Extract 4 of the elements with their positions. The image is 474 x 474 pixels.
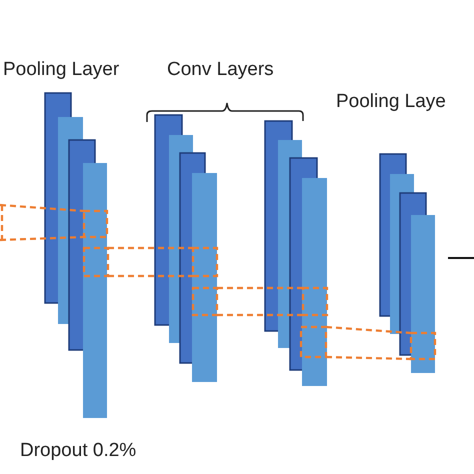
layer-label: Pooling Layer	[3, 60, 120, 79]
layer-label: Pooling Laye	[336, 92, 446, 111]
layer-label: Conv Layers	[167, 60, 274, 79]
layer-label: Dropout 0.2%	[20, 441, 136, 460]
